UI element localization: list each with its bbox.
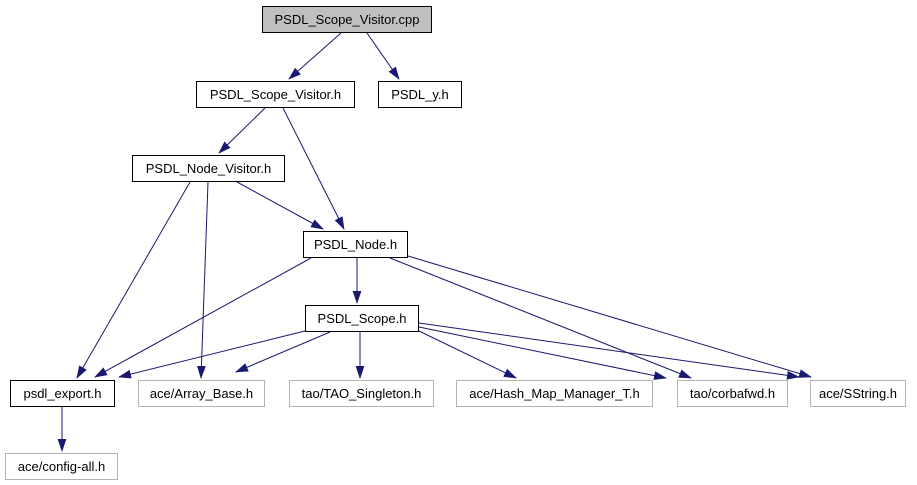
node-label: PSDL_Scope.h bbox=[317, 311, 407, 326]
node-psdl-scope-visitor-h[interactable]: PSDL_Scope_Visitor.h bbox=[196, 81, 355, 108]
node-ace-hash-map-manager-t-h: ace/Hash_Map_Manager_T.h bbox=[456, 380, 653, 407]
node-psdl-y-h[interactable]: PSDL_y.h bbox=[378, 81, 462, 108]
edge-psdl-scope-visitor-cpp--psdl-scope-visitor-h bbox=[288, 32, 342, 80]
node-label: PSDL_Scope_Visitor.cpp bbox=[274, 12, 420, 27]
node-label: PSDL_y.h bbox=[391, 87, 449, 102]
node-psdl-export-h[interactable]: psdl_export.h bbox=[10, 380, 115, 407]
node-ace-config-all-h: ace/config-all.h bbox=[5, 453, 118, 480]
edge-psdl-scope-h--ace-sstring-h bbox=[418, 322, 800, 380]
node-label: tao/corbafwd.h bbox=[689, 386, 776, 401]
node-label: PSDL_Node_Visitor.h bbox=[145, 161, 272, 176]
edge-psdl-scope-visitor-h--psdl-node-h bbox=[282, 107, 345, 230]
node-tao-tao-singleton-h: tao/TAO_Singleton.h bbox=[289, 380, 434, 407]
edge-psdl-scope-h--ace-array-base-h bbox=[235, 331, 331, 373]
edge-psdl-node-visitor-h--ace-array-base-h bbox=[197, 181, 209, 379]
edge-psdl-node-visitor-h--psdl-export-h bbox=[76, 181, 191, 379]
node-label: ace/SString.h bbox=[818, 386, 898, 401]
node-label: PSDL_Scope_Visitor.h bbox=[209, 87, 342, 102]
edge-psdl-node-h--ace-sstring-h bbox=[407, 255, 812, 378]
edge-psdl-node-visitor-h--psdl-node-h bbox=[236, 181, 324, 230]
node-psdl-node-visitor-h[interactable]: PSDL_Node_Visitor.h bbox=[132, 155, 285, 182]
edge-psdl-node-h--psdl-export-h bbox=[94, 257, 312, 378]
node-label: ace/Hash_Map_Manager_T.h bbox=[469, 386, 640, 401]
edge-psdl-scope-h--ace-hash-map-manager-t-h bbox=[418, 330, 517, 379]
edge-psdl-node-h--tao-corbafwd-h bbox=[389, 257, 692, 379]
node-psdl-node-h[interactable]: PSDL_Node.h bbox=[303, 231, 408, 258]
edge-psdl-scope-visitor-h--psdl-node-visitor-h bbox=[218, 107, 266, 154]
node-label: psdl_export.h bbox=[23, 386, 102, 401]
node-tao-corbafwd-h: tao/corbafwd.h bbox=[677, 380, 788, 407]
edge-psdl-scope-h--psdl-export-h bbox=[118, 330, 306, 379]
node-ace-array-base-h: ace/Array_Base.h bbox=[138, 380, 265, 407]
node-ace-sstring-h: ace/SString.h bbox=[810, 380, 906, 407]
node-psdl-scope-visitor-cpp: PSDL_Scope_Visitor.cpp bbox=[262, 6, 432, 33]
edge-psdl-scope-h--tao-corbafwd-h bbox=[418, 326, 667, 380]
node-label: PSDL_Node.h bbox=[313, 237, 398, 252]
edge-psdl-scope-visitor-cpp--psdl-y-h bbox=[366, 32, 400, 80]
node-label: ace/config-all.h bbox=[17, 459, 106, 474]
node-label: tao/TAO_Singleton.h bbox=[301, 386, 422, 401]
node-psdl-scope-h[interactable]: PSDL_Scope.h bbox=[305, 305, 419, 332]
node-label: ace/Array_Base.h bbox=[149, 386, 254, 401]
